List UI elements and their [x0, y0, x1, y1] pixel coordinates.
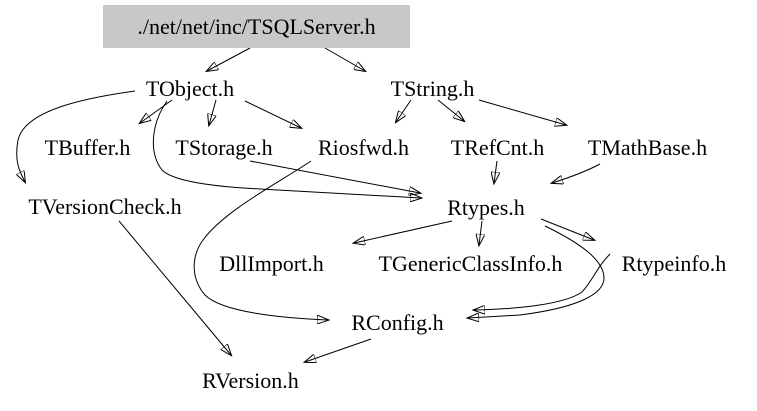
node-rversion[interactable]: RVersion.h — [202, 368, 299, 393]
edge-tobject-tbuffer — [140, 99, 173, 123]
edge-tversioncheck-rversion — [118, 220, 231, 355]
node-tversioncheck[interactable]: TVersionCheck.h — [28, 194, 182, 219]
node-rtypeinfo[interactable]: Rtypeinfo.h — [621, 251, 727, 276]
edge-rtypeinfo-rconfig — [474, 253, 611, 310]
node-tstorage[interactable]: TStorage.h — [175, 135, 273, 160]
node-tsqlserver[interactable]: ./net/net/inc/TSQLServer.h — [103, 5, 410, 48]
edge-tstring-trefcnt — [437, 99, 464, 121]
edge-tobject-tstorage — [209, 99, 217, 125]
node-tgenericclassinfo[interactable]: TGenericClassInfo.h — [378, 251, 563, 276]
node-tbuffer[interactable]: TBuffer.h — [44, 135, 131, 160]
edge-trefcnt-rtypes — [494, 160, 497, 183]
edge-rtypes-rtypeinfo — [540, 218, 594, 240]
edge-tobject-rtypes — [152, 100, 421, 198]
edge-rtypes-tgenericclassinfo — [479, 220, 482, 245]
edge-tobject-riosfwd — [244, 100, 301, 128]
edge-rconfig-rversion — [305, 338, 372, 362]
edge-tsqlserver-tstring — [324, 47, 365, 71]
edge-rtypes-dllimport — [354, 220, 453, 243]
node-riosfwd[interactable]: Riosfwd.h — [317, 135, 410, 160]
edge-tmathbase-rtypes — [552, 163, 601, 183]
edge-rtypes-rconfig — [468, 225, 605, 318]
node-tstring[interactable]: TString.h — [390, 76, 475, 101]
edge-tobject-tversioncheck — [17, 90, 136, 182]
edge-riosfwd-rconfig — [193, 160, 328, 320]
node-rtypes[interactable]: Rtypes.h — [447, 195, 525, 220]
edge-tstorage-rtypes — [249, 160, 420, 193]
node-trefcnt[interactable]: TRefCnt.h — [450, 135, 545, 160]
node-dllimport[interactable]: DllImport.h — [219, 251, 324, 276]
edge-tsqlserver-tobject — [207, 47, 251, 71]
node-tobject[interactable]: TObject.h — [145, 76, 235, 101]
node-rconfig[interactable]: RConfig.h — [351, 310, 444, 335]
node-tmathbase[interactable]: TMathBase.h — [587, 135, 708, 160]
edge-tstring-tmathbase — [478, 99, 566, 125]
edge-tstring-riosfwd — [396, 99, 412, 122]
